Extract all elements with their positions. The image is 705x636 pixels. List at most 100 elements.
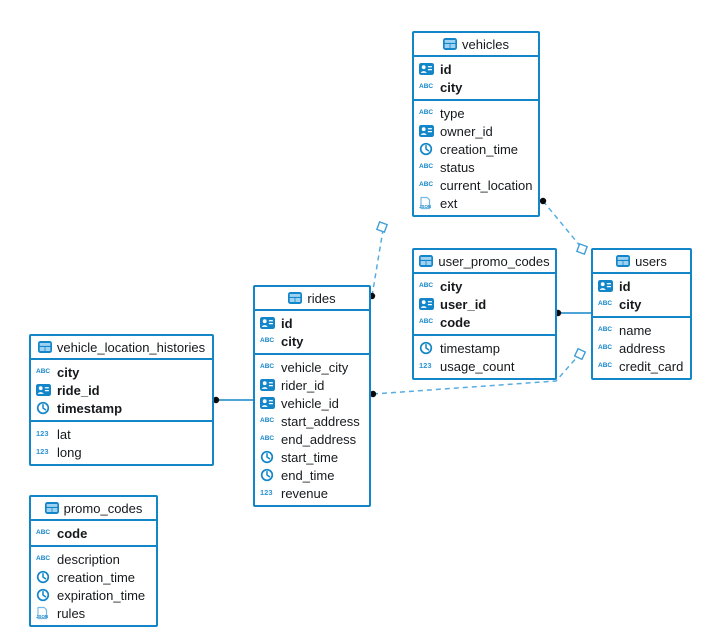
abc-text-type-icon: ABC [36,528,51,536]
field-row-address: ABC address [593,339,690,357]
field-type-icon-wrap: ABC [260,416,279,425]
id-reference-type-icon [419,63,434,75]
field-type-icon-wrap: ABC [598,326,617,334]
field-row-start_address: ABC start_address [255,412,369,430]
timestamp-clock-type-icon [260,450,274,464]
field-type-icon-wrap: ABC [260,337,279,345]
field-row-owner_id: owner_id [414,122,538,140]
field-type-icon-wrap: ABC [260,363,279,371]
abc-text-type-icon: ABC [260,416,275,424]
field-type-icon-wrap [260,317,279,329]
table-icon [419,255,434,267]
field-type-icon-wrap: ABC [419,83,438,91]
field-type-icon-wrap [419,298,438,310]
relationship-line [542,200,582,248]
field-name: id [281,315,293,331]
field-type-icon-wrap: ABC [36,555,55,563]
field-name: name [619,322,652,338]
abc-text-type-icon: ABC [419,281,434,289]
field-name: start_address [281,413,360,429]
field-type-icon-wrap: ABC [419,108,438,117]
field-name: start_time [281,449,339,465]
field-name: code [57,525,88,541]
table-icon [443,38,458,50]
table-header: rides [255,287,369,311]
field-row-id: id [414,60,538,78]
field-row-end_time: end_time [255,466,369,484]
field-name: end_time [281,467,335,483]
json-document-type-icon: JSON [419,196,431,209]
field-name: rider_id [281,377,325,393]
abc-text-type-icon: ABC [419,108,434,116]
field-name: city [57,364,80,380]
abc-text-type-icon: ABC [419,162,434,170]
field-name: owner_id [440,123,493,139]
relationship-line [371,223,385,297]
field-name: city [281,333,304,349]
field-name: rules [57,605,86,621]
timestamp-clock-type-icon [419,142,433,156]
field-row-rider_id: rider_id [255,376,369,394]
field-type-icon-wrap [260,397,279,409]
relationship-vehicles-to-users [539,197,589,256]
relationship-endpoint-square [375,220,389,234]
number-123-type-icon: 123 [36,447,49,457]
relationship-rides-to-users [369,347,587,398]
field-type-icon-wrap: ABC [598,343,617,352]
field-row-creation_time: creation_time [414,140,538,158]
relationship-endpoint-dot [539,197,547,205]
field-name: revenue [281,485,328,501]
field-type-icon-wrap [419,63,438,75]
relationship-endpoint-dot [369,390,377,398]
abc-text-type-icon: ABC [419,180,434,188]
field-type-icon-wrap [260,379,279,391]
field-name: city [440,79,463,95]
primary-key-section: ABC code [31,521,156,547]
relationship-endpoint-square [575,242,589,256]
field-name: creation_time [57,569,136,585]
relationship-line [372,355,579,395]
field-row-code: ABC code [31,524,156,542]
field-name: vehicle_city [281,359,349,375]
field-type-icon-wrap [260,450,279,464]
table-name: rides [307,290,336,306]
field-type-icon-wrap: ABC [598,362,617,370]
field-type-icon-wrap: 123 [36,448,55,456]
timestamp-clock-type-icon [36,588,50,602]
timestamp-clock-type-icon [36,401,50,415]
field-name: vehicle_id [281,395,339,411]
abc-text-type-icon: ABC [598,343,613,351]
table-name: vehicle_location_histories [56,339,206,355]
field-name: address [619,340,666,356]
id-reference-type-icon [260,379,275,391]
abc-text-type-icon: ABC [598,299,613,307]
field-name: credit_card [619,358,684,374]
table-icon [44,502,59,514]
field-type-icon-wrap: ABC [260,435,279,443]
field-type-icon-wrap [36,401,55,415]
field-name: timestamp [57,400,123,416]
